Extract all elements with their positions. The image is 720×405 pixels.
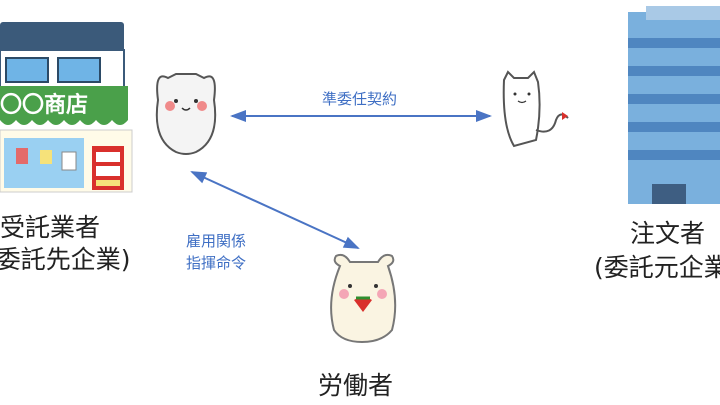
- client-label-line2: (委託元企業): [594, 253, 720, 282]
- client-label-line1: 注文者: [630, 219, 706, 248]
- office-building-illustration: [628, 6, 720, 204]
- shop-illustration: [0, 22, 133, 193]
- client-cat-illustration: [502, 70, 569, 148]
- employment-label-line2: 指揮命令: [186, 254, 247, 272]
- shop-sign-text: 〇〇商店: [0, 92, 88, 118]
- contractor-label-line1: 受託業者: [0, 213, 101, 242]
- contractor-label-line2: (委託先企業): [0, 245, 131, 274]
- worker-label: 労働者: [318, 371, 394, 400]
- contractor-cat-illustration: [155, 73, 217, 155]
- worker-hamster-illustration: [330, 253, 397, 344]
- employment-label-line1: 雇用関係: [186, 232, 247, 250]
- employment-arrow: [190, 171, 360, 249]
- contract-label: 準委任契約: [322, 90, 398, 108]
